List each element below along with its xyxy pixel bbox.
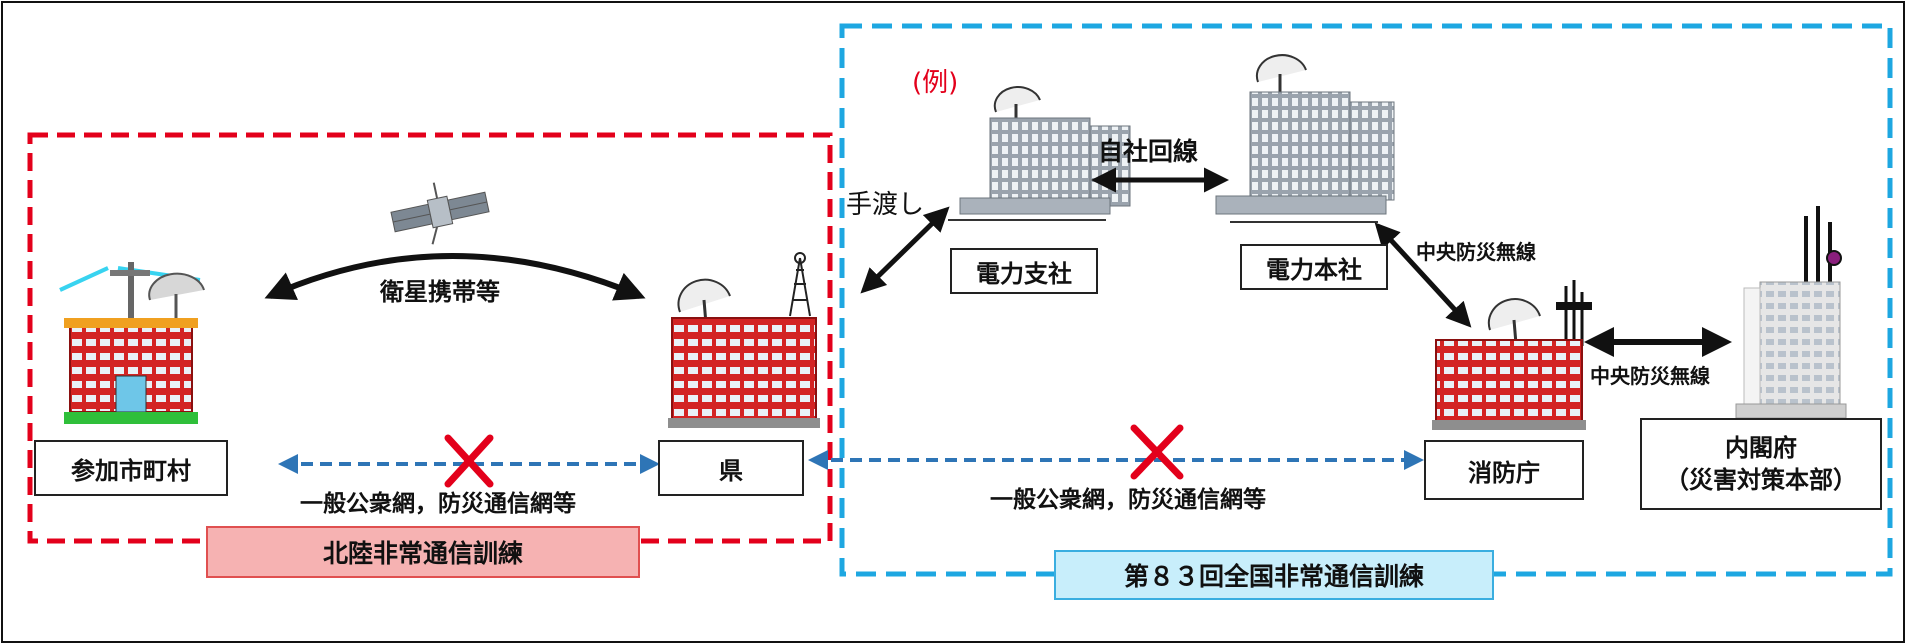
satellite-link-label: 衛星携帯等 — [380, 278, 500, 306]
node-cabinet-line2: （災害対策本部） — [1665, 466, 1857, 494]
node-power-hq: 電力本社 — [1240, 244, 1388, 290]
node-power-branch: 電力支社 — [950, 248, 1098, 294]
fire-agency-building-icon — [1432, 280, 1592, 430]
municipal-building-icon — [59, 262, 205, 424]
node-prefecture: 県 — [658, 440, 804, 496]
node-cabinet: 内閣府 （災害対策本部） — [1640, 418, 1882, 510]
handover-arrow — [860, 206, 950, 294]
satellite-link-arrow — [264, 253, 646, 301]
own-line-label: 自社回線 — [1098, 137, 1199, 166]
central-link-arrow-1 — [1374, 222, 1472, 328]
power-branch-building-icon — [948, 86, 1131, 221]
cabinet-building-icon — [1735, 206, 1847, 419]
satellite-icon — [390, 182, 490, 245]
hokuriku-banner: 北陸非常通信訓練 — [206, 526, 640, 578]
node-cabinet-line1: 内閣府 — [1725, 434, 1797, 462]
node-fire-agency: 消防庁 — [1424, 440, 1584, 500]
central-link-label-2: 中央防災無線 — [1590, 364, 1710, 388]
central-link-label-1: 中央防災無線 — [1416, 240, 1536, 264]
public-link-label-left: 一般公衆網，防災通信網等 — [300, 491, 576, 517]
national-banner: 第８３回全国非常通信訓練 — [1054, 550, 1494, 600]
prefecture-building-icon — [668, 252, 820, 428]
public-link-label-right: 一般公衆網，防災通信網等 — [990, 487, 1266, 513]
node-municipality: 参加市町村 — [34, 440, 228, 496]
failed-link-cross-icon — [444, 434, 494, 488]
failed-link-cross-icon — [1130, 424, 1184, 480]
example-mark: (例) — [912, 68, 959, 98]
power-hq-building-icon — [1215, 54, 1395, 223]
handover-label: 手渡し — [846, 190, 925, 220]
